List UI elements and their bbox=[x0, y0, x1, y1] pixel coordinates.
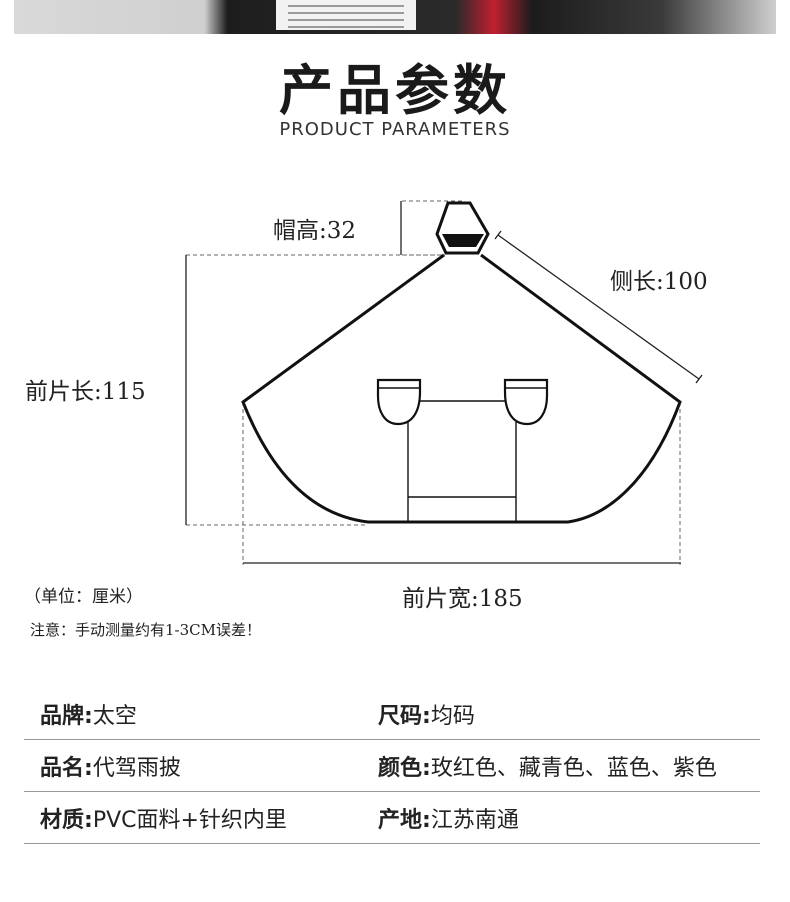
table-row: 品名:代驾雨披 颜色:玫红色、藏青色、蓝色、紫色 bbox=[24, 740, 760, 792]
front-width-label: 前片宽:185 bbox=[402, 586, 523, 612]
page-title: 产品参数 bbox=[279, 59, 511, 122]
product-name-label: 品名: bbox=[40, 756, 93, 781]
origin-value: 江苏南通 bbox=[430, 808, 519, 833]
parameter-table: 品牌:太空 尺码:均码 品名:代驾雨披 颜色:玫红色、藏青色、蓝色、紫色 材质:… bbox=[24, 688, 760, 844]
material-label: 材质: bbox=[40, 808, 93, 833]
color-label: 颜色: bbox=[378, 756, 431, 781]
origin-label: 产地: bbox=[378, 808, 431, 833]
hood-height-label: 帽高:32 bbox=[273, 218, 357, 244]
page-subtitle: PRODUCT PARAMETERS bbox=[279, 119, 511, 140]
product-photo-strip bbox=[14, 0, 776, 34]
brand-label: 品牌: bbox=[40, 704, 93, 729]
color-value: 玫红色、藏青色、蓝色、紫色 bbox=[430, 756, 717, 781]
size-label: 尺码: bbox=[378, 704, 431, 729]
material-value: PVC面料+针织内里 bbox=[92, 808, 287, 833]
side-length-label: 侧长:100 bbox=[610, 269, 708, 295]
front-length-label: 前片长:115 bbox=[25, 379, 146, 405]
table-row: 材质:PVC面料+针织内里 产地:江苏南通 bbox=[24, 792, 760, 844]
product-name-value: 代驾雨披 bbox=[92, 756, 181, 781]
table-row: 品牌:太空 尺码:均码 bbox=[24, 688, 760, 740]
measurement-warning: 注意：手动测量约有1-3CM误差！ bbox=[30, 621, 261, 639]
unit-note: （单位：厘米） bbox=[24, 587, 143, 607]
brand-value: 太空 bbox=[92, 704, 137, 729]
size-value: 均码 bbox=[430, 704, 475, 729]
product-tag-image bbox=[276, 0, 416, 30]
raincoat-outline-icon bbox=[185, 200, 703, 565]
